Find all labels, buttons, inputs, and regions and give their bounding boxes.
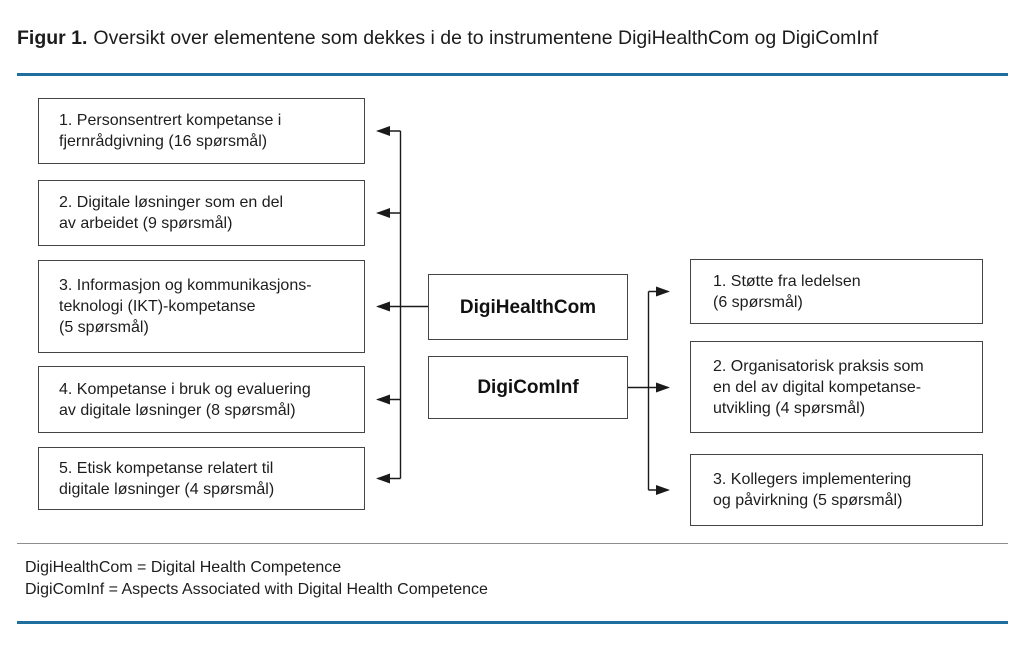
legend-separator-rule [17,543,1008,544]
instrument-box-digicominf: DigiComInf [428,356,628,419]
left-box-1-text: 1. Personsentrert kompetanse i fjernrådg… [59,112,282,150]
right-box-2-text: 2. Organisatorisk praksis som en del av … [713,357,924,417]
left-box-1: 1. Personsentrert kompetanse i fjernrådg… [38,98,365,164]
right-box-2: 2. Organisatorisk praksis som en del av … [690,341,983,433]
figure-caption-text: Oversikt over elementene som dekkes i de… [93,27,879,49]
left-box-3: 3. Informasjon og kommunikasjons- teknol… [38,260,365,353]
left-box-2-text: 2. Digitale løsninger som en del av arbe… [59,194,284,232]
bottom-accent-rule [17,621,1008,624]
left-box-4: 4. Kompetanse i bruk og evaluering av di… [38,366,365,433]
right-box-3-text: 3. Kollegers implementering og påvirknin… [713,471,912,509]
left-box-5: 5. Etisk kompetanse relatert til digital… [38,447,365,510]
left-box-3-text: 3. Informasjon og kommunikasjons- teknol… [59,277,312,336]
right-box-1: 1. Støtte fra ledelsen (6 spørsmål) [690,259,983,324]
instrument-label-digicominf: DigiComInf [477,377,579,398]
figure-number: Figur 1. [17,27,88,49]
right-box-3: 3. Kollegers implementering og påvirknin… [690,454,983,526]
figure-caption: Figur 1.Oversikt over elementene som dek… [17,26,878,50]
right-box-1-text: 1. Støtte fra ledelsen (6 spørsmål) [713,272,861,311]
instrument-label-digihealthcom: DigiHealthCom [459,296,597,318]
left-box-4-text: 4. Kompetanse i bruk og evaluering av di… [59,380,311,419]
left-box-5-text: 5. Etisk kompetanse relatert til digital… [59,459,275,498]
top-accent-rule [17,73,1008,76]
left-box-2: 2. Digitale løsninger som en del av arbe… [38,180,365,246]
legend-text: DigiHealthCom = Digital Health Competenc… [25,559,488,598]
instrument-box-digihealthcom: DigiHealthCom [428,274,628,340]
